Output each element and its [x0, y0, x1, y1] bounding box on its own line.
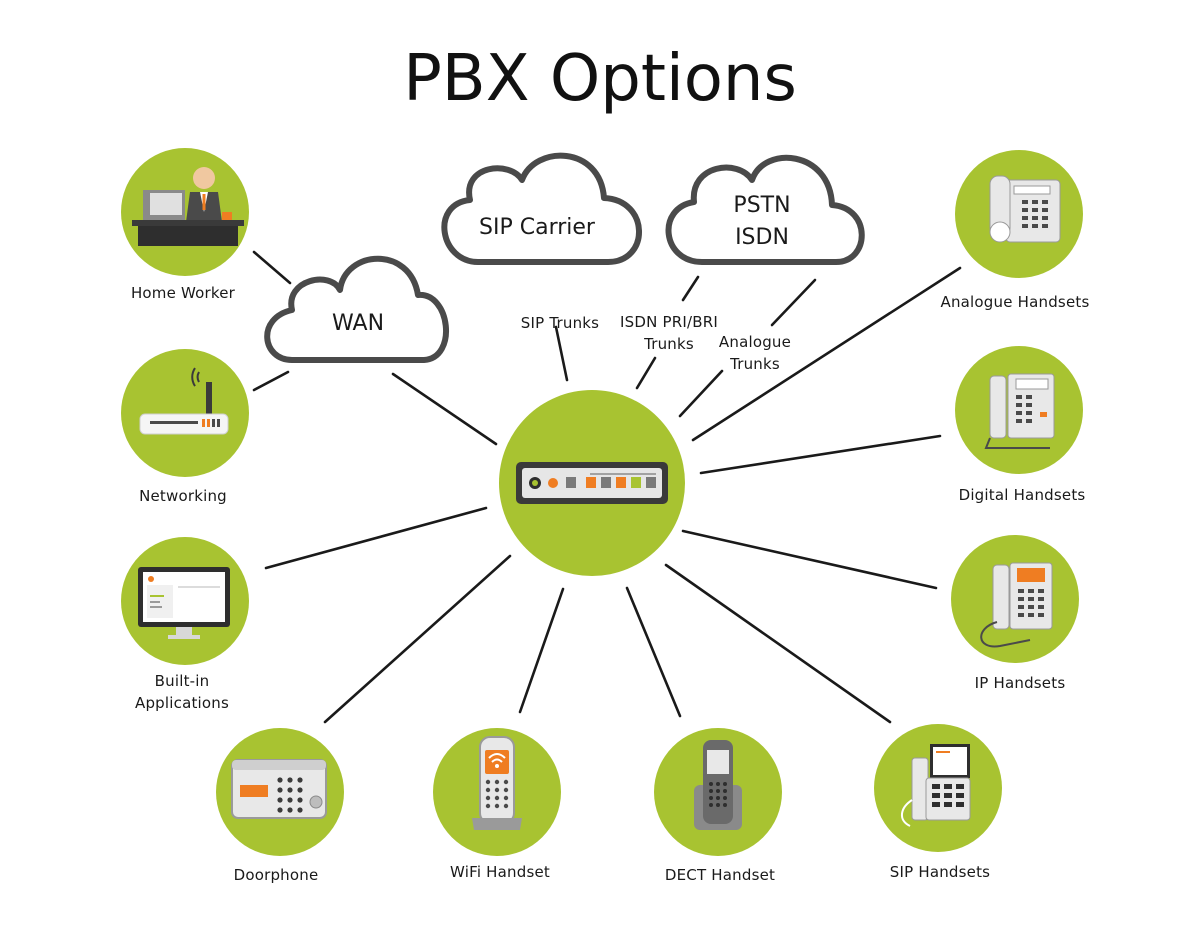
doorphone-node	[216, 728, 344, 856]
line-ip-handsets	[681, 529, 938, 590]
line-digital-handsets	[699, 434, 942, 475]
line-analogue-handsets	[691, 266, 962, 442]
line-isdn-lower	[635, 356, 657, 390]
sip-handsets-node	[874, 724, 1002, 852]
dect-handset-label: DECT Handset	[665, 866, 775, 884]
pbx-hub	[499, 390, 685, 576]
digital-handsets-label: Digital Handsets	[959, 486, 1086, 504]
sip-carrier-label: SIP Carrier	[479, 215, 596, 240]
wan-cloud	[264, 255, 449, 363]
sip-handsets-label: SIP Handsets	[890, 863, 990, 881]
connection-lines	[252, 250, 962, 724]
line-sip-trunks	[554, 325, 569, 382]
line-dect	[625, 586, 682, 718]
doorphone-label: Doorphone	[234, 866, 319, 884]
sip-trunks-label: SIP Trunks	[521, 314, 599, 332]
line-wifi	[518, 587, 565, 714]
home-worker-label: Home Worker	[131, 284, 236, 302]
analogue-handsets-label: Analogue Handsets	[941, 293, 1090, 311]
ip-handsets-label: IP Handsets	[975, 674, 1066, 692]
line-networking	[252, 370, 290, 392]
home-worker-node	[121, 148, 249, 276]
pstn-cloud	[665, 154, 865, 265]
wifi-handset-node	[433, 728, 561, 856]
line-doorphone	[323, 554, 512, 724]
line-wan	[391, 372, 498, 446]
isdn-label: ISDN	[735, 225, 789, 250]
wifi-handset-label: WiFi Handset	[450, 863, 550, 881]
page-title: PBX Options	[403, 42, 797, 116]
analogue-handsets-node	[955, 150, 1083, 278]
pbx-appliance-icon	[516, 462, 668, 504]
networking-label: Networking	[139, 487, 227, 505]
monitor-icon	[138, 567, 230, 639]
digital-handsets-node	[955, 346, 1083, 474]
person-at-desk-icon	[132, 167, 244, 246]
analogue-trunks-label-1: Analogue	[719, 333, 791, 351]
ip-handsets-node	[951, 535, 1079, 663]
sip-carrier-cloud	[441, 152, 642, 265]
doorphone-keypad	[277, 777, 303, 813]
builtin-label-1: Built-in	[155, 672, 210, 690]
ip-phone-icon	[980, 562, 1053, 648]
wan-label: WAN	[332, 311, 384, 336]
networking-node	[121, 349, 249, 477]
line-isdn-upper	[681, 275, 700, 302]
wifi-router-icon	[139, 367, 229, 435]
line-builtin	[264, 506, 488, 570]
line-analogue-upper	[770, 278, 817, 327]
analogue-trunks-label-2: Trunks	[729, 355, 780, 373]
builtin-applications-node	[121, 537, 249, 665]
line-analogue-lower	[678, 369, 724, 418]
door-intercom-icon	[231, 759, 327, 819]
line-sip-handsets	[664, 563, 892, 724]
dect-handset-node	[654, 728, 782, 856]
builtin-label-2: Applications	[135, 694, 229, 712]
pstn-label: PSTN	[733, 193, 790, 218]
isdn-trunks-label-1: ISDN PRI/BRI	[620, 313, 718, 331]
isdn-trunks-label-2: Trunks	[643, 335, 694, 353]
line-home-worker	[252, 250, 292, 285]
